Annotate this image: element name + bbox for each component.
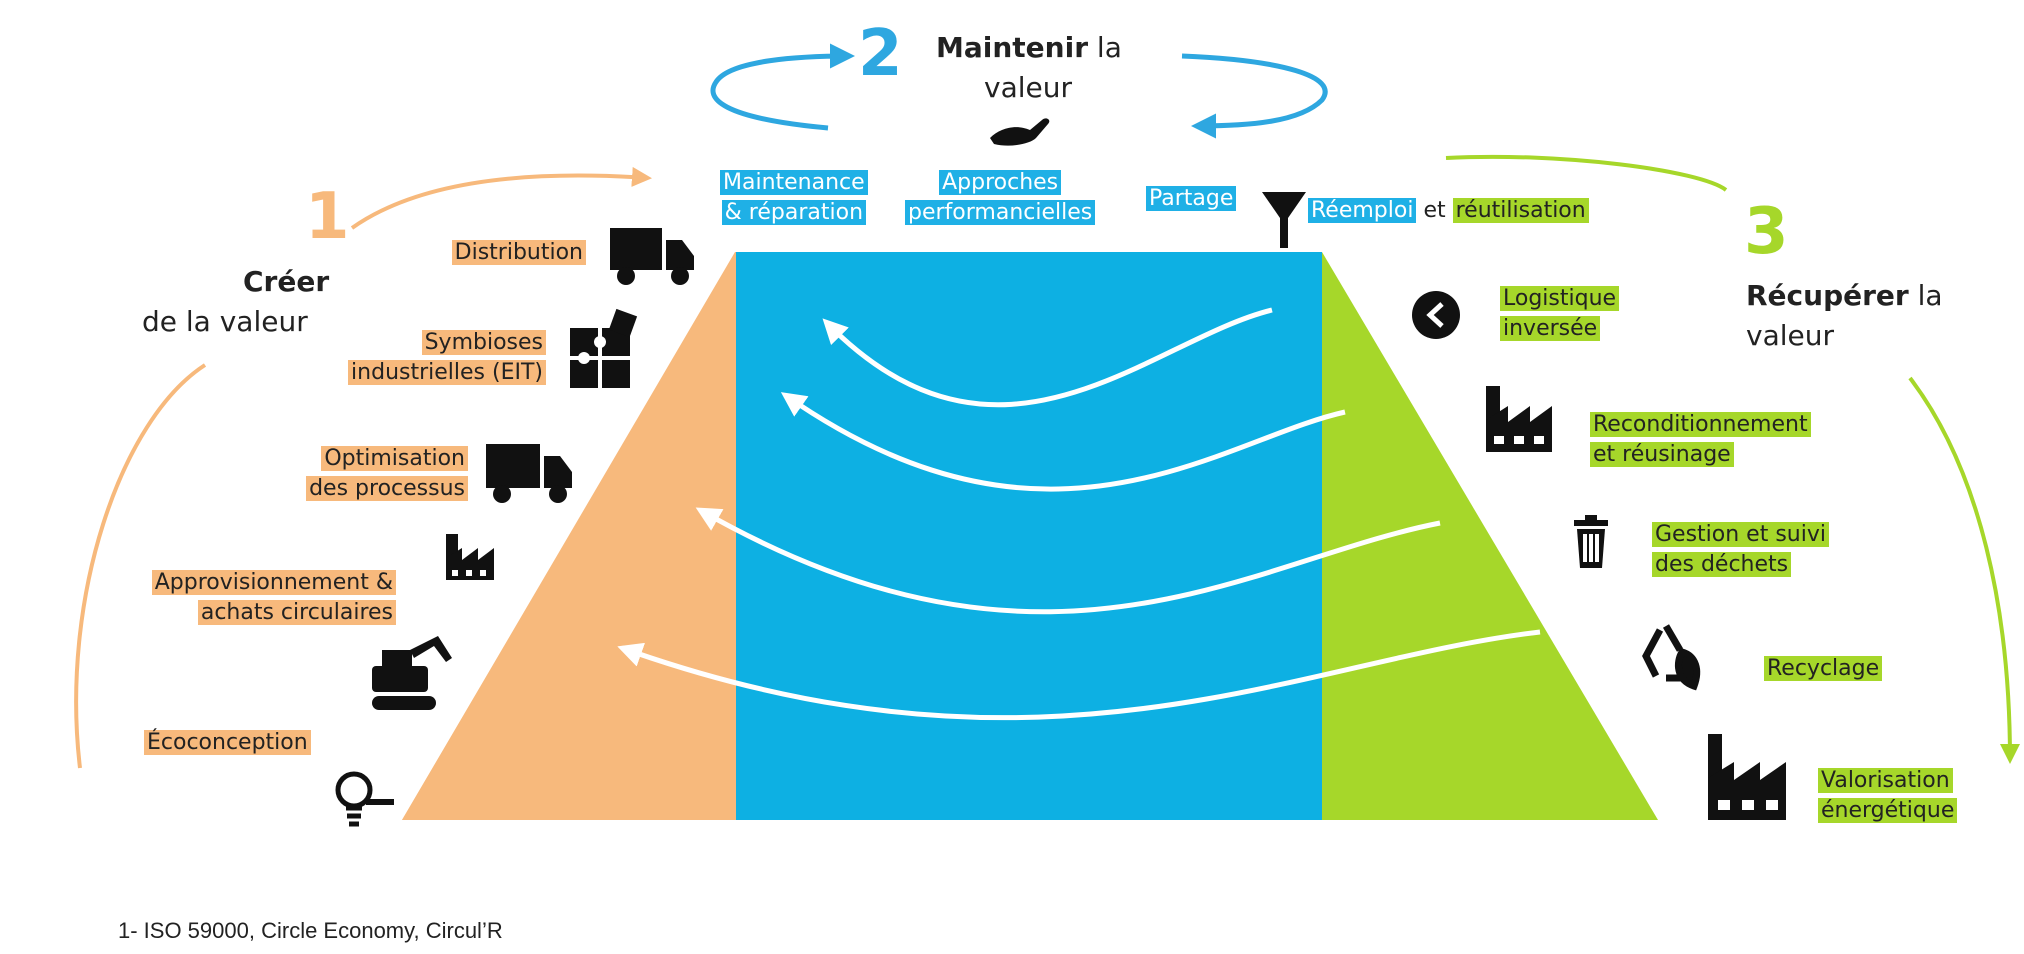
stage1-title-bold-text: Créer — [243, 265, 330, 298]
source-footnote: 1- ISO 59000, Circle Economy, Circul’R — [118, 918, 503, 943]
maintain-loop-right — [1181, 53, 1328, 139]
recover-arc — [1908, 376, 2020, 764]
puzzle-icon — [570, 308, 638, 388]
trash-icon — [1574, 515, 1608, 568]
item-partage-label: Partage — [1146, 186, 1237, 211]
maintain-loop-left — [710, 43, 855, 131]
recover-value-zone — [1322, 252, 1658, 820]
item-partage: Partage — [1146, 184, 1237, 214]
item-logistique: Logistique inversée — [1500, 284, 1620, 344]
stage3-title-line2: valeur — [1746, 319, 1834, 352]
item-symbioses-line1: Symbioses — [421, 330, 546, 355]
lightbulb-icon — [335, 771, 394, 827]
item-gestion-dechets-line2: des déchets — [1652, 552, 1792, 577]
item-maintenance-line2: & réparation — [721, 200, 867, 225]
item-maintenance-line1: Maintenance — [720, 170, 868, 195]
stage1-title-rest: de la valeur — [142, 305, 308, 338]
item-gestion-dechets: Gestion et suivi des déchets — [1652, 520, 1829, 580]
stage3-title-line1: Récupérer la — [1746, 276, 1943, 316]
item-distribution: Distribution — [451, 238, 586, 268]
stage2-title-bold: Maintenir — [936, 31, 1089, 64]
stage2-title-rest-1: la — [1096, 31, 1122, 64]
item-optimisation-line1: Optimisation — [321, 446, 468, 471]
item-approvisionnement-line2: achats circulaires — [197, 600, 396, 625]
item-ecoconception: Écoconception — [144, 728, 311, 758]
item-logistique-line2: inversée — [1500, 316, 1601, 341]
item-approvisionnement-line1: Approvisionnement & — [151, 570, 396, 595]
item-approches: Approches performancielles — [905, 168, 1096, 228]
item-valorisation-line1: Valorisation — [1818, 768, 1953, 793]
maintain-to-recover-arrow — [1445, 154, 1728, 192]
item-approvisionnement: Approvisionnement & achats circulaires — [151, 568, 396, 628]
item-reconditionnement: Reconditionnement et réusinage — [1590, 410, 1811, 470]
create-to-maintain-arrow — [350, 166, 652, 230]
hand-icon — [990, 118, 1050, 146]
factory-icon — [446, 534, 494, 580]
item-reconditionnement-line1: Reconditionnement — [1590, 412, 1811, 437]
item-reemploi-et: et — [1423, 198, 1446, 223]
flow-arrows — [617, 307, 1541, 721]
stage3-title-rest-1: la — [1917, 279, 1943, 312]
item-valorisation-line2: énergétique — [1818, 798, 1958, 823]
stage3-number: 3 — [1744, 195, 1789, 269]
item-recyclage: Recyclage — [1764, 654, 1883, 684]
item-maintenance: Maintenance & réparation — [720, 168, 868, 228]
excavator-icon — [372, 636, 452, 710]
recycle-icon — [1642, 624, 1701, 691]
maintain-value-zone — [736, 252, 1322, 820]
stage1-number: 1 — [305, 180, 350, 254]
item-reconditionnement-line2: et réusinage — [1590, 442, 1734, 467]
item-recyclage-label: Recyclage — [1764, 656, 1883, 681]
stage2-title-line1: Maintenir la — [936, 28, 1122, 68]
item-ecoconception-label: Écoconception — [144, 730, 311, 755]
item-gestion-dechets-line1: Gestion et suivi — [1652, 522, 1829, 547]
item-valorisation: Valorisation énergétique — [1818, 766, 1958, 826]
reverse-logistics-icon — [1412, 291, 1460, 339]
item-approches-line2: performancielles — [905, 200, 1096, 225]
item-logistique-line1: Logistique — [1500, 286, 1620, 311]
stage2-number: 2 — [858, 17, 903, 91]
create-value-zone-body — [402, 252, 736, 820]
item-reemploi: Réemploi et réutilisation — [1308, 196, 1589, 226]
item-symbioses: Symbioses industrielles (EIT) — [348, 328, 546, 388]
item-distribution-label: Distribution — [451, 240, 586, 265]
truck-icon — [610, 228, 694, 285]
item-reutilisation-label: réutilisation — [1452, 198, 1589, 223]
item-approches-line1: Approches — [939, 170, 1062, 195]
item-reemploi-label: Réemploi — [1308, 198, 1417, 223]
item-symbioses-line2: industrielles (EIT) — [348, 360, 546, 385]
item-optimisation-line2: des processus — [306, 476, 468, 501]
create-arc — [74, 363, 207, 769]
truck-icon-2 — [486, 444, 572, 503]
stage2-title-line2: valeur — [984, 71, 1072, 104]
filter-icon — [1262, 192, 1306, 248]
factory-icon-3 — [1708, 734, 1786, 820]
stage1-title-bold: Créer — [243, 262, 329, 302]
item-optimisation: Optimisation des processus — [306, 444, 468, 504]
stage3-title-bold: Récupérer — [1746, 279, 1909, 312]
factory-icon-2 — [1486, 386, 1552, 452]
